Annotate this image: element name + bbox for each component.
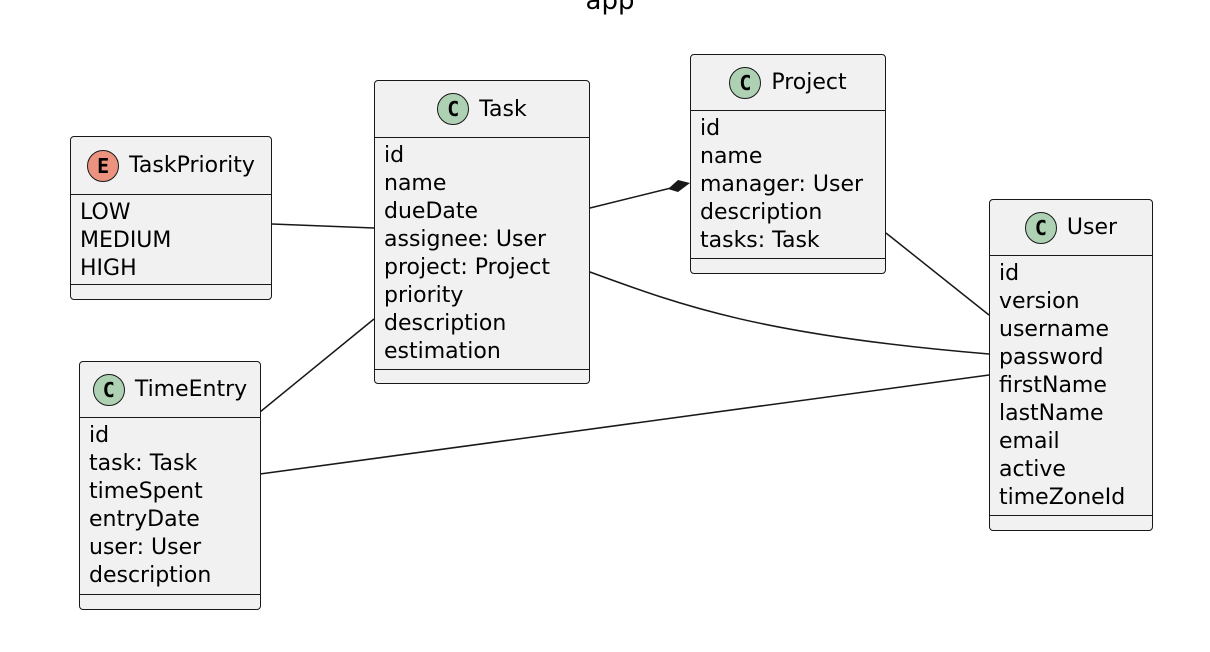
class-stereotype-icon: C	[1024, 211, 1057, 244]
attribute: description	[700, 200, 823, 225]
attribute: id	[384, 143, 405, 168]
attribute: tasks: Task	[700, 228, 820, 253]
attribute: name	[384, 171, 447, 196]
attribute: timeZoneId	[999, 485, 1126, 510]
attribute: description	[384, 311, 507, 336]
link-timeentry-task	[259, 318, 375, 413]
link-timeentry-user	[259, 374, 990, 475]
attribute: timeSpent	[89, 479, 203, 504]
class-stereotype-icon: C	[437, 93, 470, 125]
class-name: Task	[479, 96, 527, 122]
operations-compartment	[80, 594, 260, 595]
operations-compartment	[375, 369, 589, 370]
attribute: manager: User	[700, 172, 864, 197]
attribute: name	[700, 144, 763, 169]
attribute-list: LOW MEDIUM HIGH	[71, 195, 271, 283]
attribute: LOW	[80, 200, 131, 225]
attribute: user: User	[89, 535, 202, 560]
class-project[interactable]: C Project id name manager: User descript…	[690, 54, 886, 274]
attribute: entryDate	[89, 507, 200, 532]
attribute-list: id version username password firstName l…	[990, 256, 1152, 512]
attribute-list: id name manager: User description tasks:…	[691, 111, 885, 255]
attribute-list: id task: Task timeSpent entryDate user: …	[80, 418, 260, 590]
composition-diamond	[668, 180, 690, 192]
attribute: assignee: User	[384, 227, 547, 252]
class-stereotype-icon: C	[92, 373, 125, 406]
attribute: lastName	[999, 401, 1104, 426]
attribute: project: Project	[384, 255, 551, 280]
attribute: active	[999, 457, 1066, 482]
class-header: C Project	[691, 55, 885, 111]
attribute: description	[89, 563, 212, 588]
attribute: password	[999, 345, 1104, 370]
link-taskpriority-task	[271, 223, 375, 229]
attribute: id	[999, 261, 1020, 286]
operations-compartment	[71, 284, 271, 285]
attribute-list: id name dueDate assignee: User project: …	[375, 138, 589, 366]
class-name: Project	[771, 70, 847, 95]
class-header: E TaskPriority	[71, 137, 271, 195]
attribute: firstName	[999, 373, 1107, 398]
class-name: TaskPriority	[129, 153, 255, 178]
link-project-user	[885, 232, 990, 316]
enum-stereotype-icon: E	[87, 149, 120, 182]
attribute: task: Task	[89, 451, 198, 476]
attribute: priority	[384, 283, 464, 308]
attribute: email	[999, 429, 1060, 454]
attribute: dueDate	[384, 199, 479, 224]
class-taskpriority[interactable]: E TaskPriority LOW MEDIUM HIGH	[70, 136, 272, 300]
class-stereotype-icon: C	[729, 66, 762, 99]
link-task-project	[589, 186, 676, 209]
class-header: C User	[990, 200, 1152, 256]
class-header: C TimeEntry	[80, 362, 260, 418]
attribute: id	[89, 423, 110, 448]
class-header: C Task	[375, 81, 589, 138]
link-task-user	[589, 271, 990, 355]
attribute: MEDIUM	[80, 228, 172, 253]
class-timeentry[interactable]: C TimeEntry id task: Task timeSpent entr…	[79, 361, 261, 610]
attribute: estimation	[384, 339, 501, 364]
attribute: version	[999, 289, 1080, 314]
class-task[interactable]: C Task id name dueDate assignee: User pr…	[374, 80, 590, 384]
attribute: username	[999, 317, 1109, 342]
attribute: id	[700, 116, 721, 141]
diagram-title: app	[585, 0, 635, 16]
attribute: HIGH	[80, 256, 137, 281]
operations-compartment	[691, 258, 885, 259]
class-name: TimeEntry	[134, 377, 248, 402]
class-user[interactable]: C User id version username password firs…	[989, 199, 1153, 531]
class-name: User	[1066, 215, 1118, 240]
operations-compartment	[990, 515, 1152, 516]
